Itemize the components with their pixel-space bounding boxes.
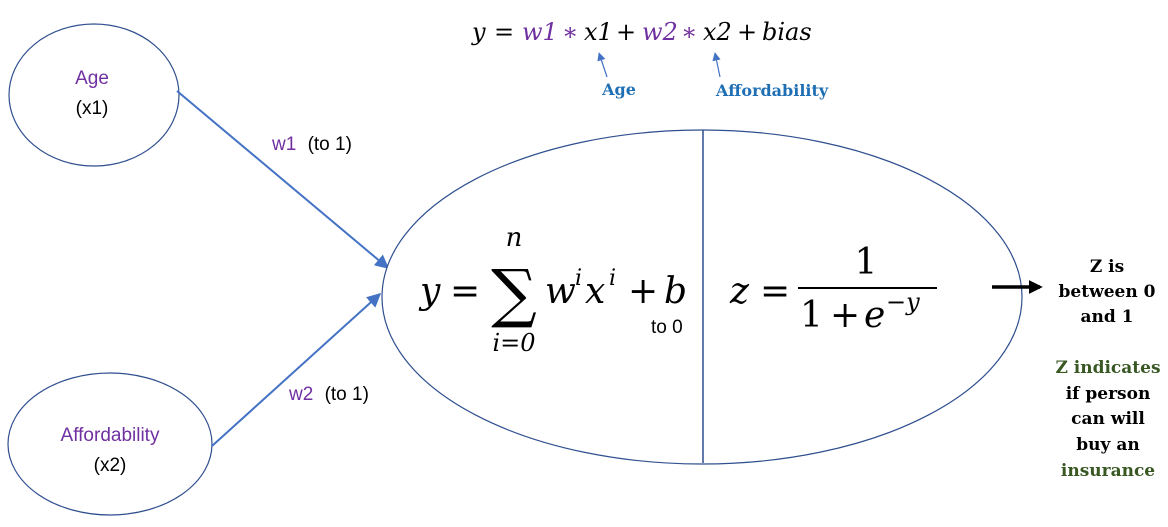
top-eq-w2: w2 <box>642 18 678 46</box>
sum-y: y <box>418 271 441 312</box>
weight-w2-label: w2 (to 1) <box>288 384 369 405</box>
input-age-var: (x1) <box>76 98 109 119</box>
sigmoid-formula: z = 1 1 + e −y <box>729 242 937 336</box>
input-node-age <box>8 23 180 167</box>
output-meaning-line: buy an <box>1076 435 1139 455</box>
annotation-arrow-affordability <box>712 52 721 78</box>
output-result-text: Z is between 0 and 1 <box>1059 257 1156 327</box>
top-eq-plus1: + <box>616 18 636 46</box>
top-eq-bias: bias <box>762 18 812 46</box>
sig-numerator: 1 <box>855 242 878 283</box>
sum-lower: i=0 <box>492 329 535 357</box>
sigma-symbol: ∑ <box>491 257 537 331</box>
input-node-affordability <box>7 372 213 516</box>
connection-age-to-neuron <box>176 90 390 269</box>
output-meaning-line: if person <box>1066 384 1151 404</box>
input-age-label: Age <box>75 68 109 89</box>
top-eq-star1: ∗ <box>562 18 578 46</box>
sum-x-exp: i <box>609 266 616 291</box>
output-result-line: between 0 <box>1059 282 1156 302</box>
sig-den-e: e <box>864 295 885 336</box>
top-eq-plus2: + <box>737 18 757 46</box>
annotation-arrow-age <box>597 52 608 78</box>
sig-den-one: 1 <box>800 295 823 336</box>
weight-w1-label: w1 (to 1) <box>271 134 352 155</box>
sig-den-exp: −y <box>886 288 920 316</box>
top-eq-star2: ∗ <box>681 18 697 46</box>
output-meaning-text: Z indicates if person can will buy an in… <box>1055 358 1160 481</box>
output-meaning-line: Z indicates <box>1055 358 1160 378</box>
output-result-line: and 1 <box>1080 307 1133 327</box>
output-meaning-line: insurance <box>1061 461 1155 481</box>
annotation-affordability: Affordability <box>715 81 829 100</box>
sum-w: w <box>545 271 576 312</box>
top-eq-w1: w1 <box>522 18 558 46</box>
top-eq-y: y <box>471 18 486 46</box>
bias-init-label: to 0 <box>651 317 683 338</box>
sum-x: x <box>585 271 605 312</box>
annotation-age: Age <box>601 80 636 99</box>
neuron-body <box>381 129 1023 465</box>
summation-formula: y = n ∑ i=0 w i x i + b to 0 <box>418 223 687 357</box>
sig-z: z <box>729 271 750 312</box>
sum-w-exp: i <box>575 266 582 291</box>
output-meaning-line: can will <box>1071 409 1145 429</box>
top-eq-x2: x2 <box>703 18 732 46</box>
sum-b: b <box>664 271 687 312</box>
sig-equals: = <box>760 271 790 312</box>
input-affordability-label: Affordability <box>61 425 160 446</box>
sig-den-plus: + <box>830 295 860 336</box>
top-equation: y = w1 ∗ x1 + w2 ∗ x2 + bias <box>471 18 812 46</box>
sum-equals: = <box>450 271 480 312</box>
connection-affordability-to-neuron <box>211 293 382 447</box>
sum-upper: n <box>506 223 523 253</box>
output-result-line: Z is <box>1090 257 1124 277</box>
top-eq-x1: x1 <box>584 18 613 46</box>
sum-plus: + <box>628 271 658 312</box>
top-eq-equals: = <box>494 18 514 46</box>
input-affordability-var: (x2) <box>94 455 127 476</box>
